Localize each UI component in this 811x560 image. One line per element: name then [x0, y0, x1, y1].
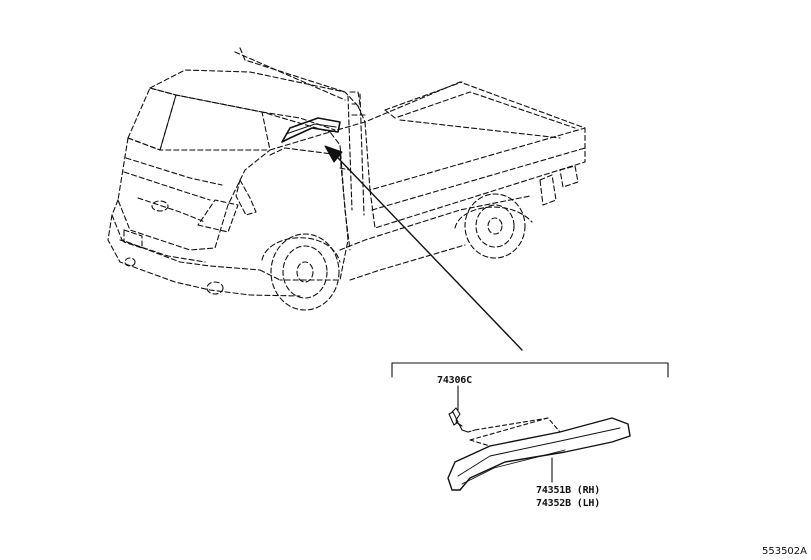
visor-location-highlight [281, 117, 341, 143]
part-label-74306C: 74306C [437, 375, 472, 386]
leader-arrow [324, 145, 523, 351]
cargo-bed [234, 47, 586, 229]
figure-id: 553502A [761, 546, 807, 557]
part-label-74351B: 74351B (RH) [536, 485, 601, 496]
part-label-74352B: 74352B (LH) [536, 498, 601, 509]
clip-part [448, 387, 476, 433]
truck-illustration [107, 69, 579, 311]
parts-group-bracket [391, 362, 669, 378]
side-visor-part [447, 417, 631, 491]
